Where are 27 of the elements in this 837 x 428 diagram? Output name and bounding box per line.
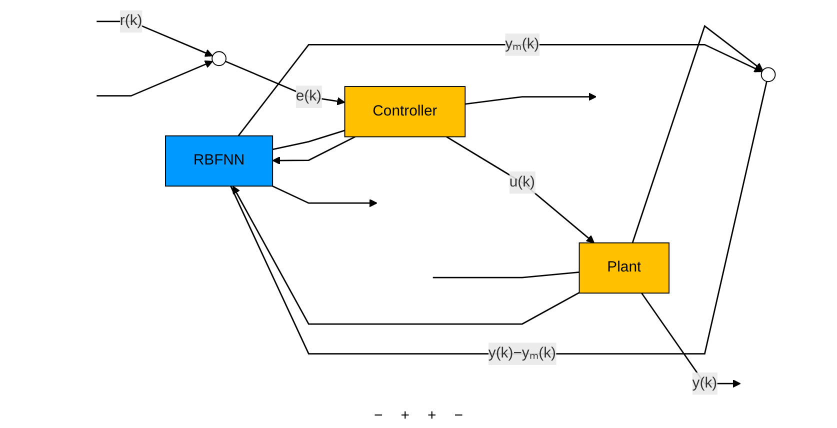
arrow <box>96 60 213 97</box>
arrow <box>232 186 580 325</box>
node-circle <box>212 51 226 66</box>
node-box: Controller <box>344 86 466 138</box>
arrow <box>238 44 762 136</box>
sign-label: + <box>400 407 410 424</box>
node-box: Plant <box>578 242 670 294</box>
edge-label: y(k)−yₘ(k) <box>488 345 556 362</box>
arrow <box>96 20 213 57</box>
edge-label: u(k) <box>509 174 536 190</box>
arrow <box>446 136 595 244</box>
edge-label: y(k) <box>692 375 718 392</box>
connector <box>272 130 345 150</box>
sign-label: − <box>454 407 464 424</box>
edge-label: r(k) <box>120 13 142 29</box>
sign-label: + <box>428 407 436 424</box>
arrow <box>272 185 378 208</box>
arrow <box>465 92 597 105</box>
connector <box>432 272 580 278</box>
connector <box>230 81 768 355</box>
arrow <box>272 136 356 165</box>
sign-label: − <box>374 407 383 424</box>
node-circle <box>760 67 776 82</box>
node-box: RBFNN <box>165 135 274 187</box>
edge-label: e(k) <box>296 88 322 104</box>
edge-label: yₘ(k) <box>505 36 540 52</box>
arrow <box>632 24 764 244</box>
